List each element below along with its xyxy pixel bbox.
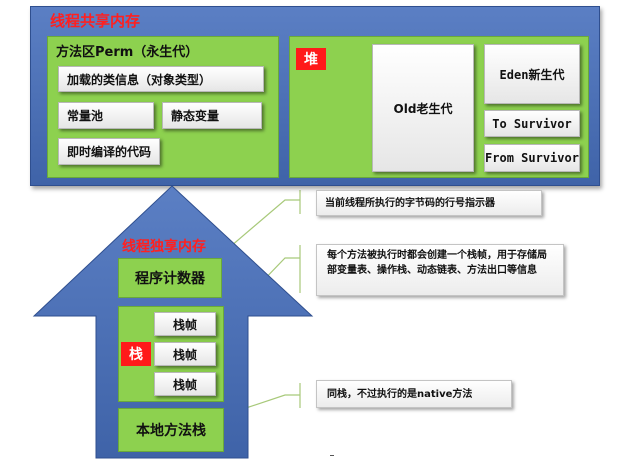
from-survivor-card: From Survivor bbox=[484, 144, 580, 172]
stack-frame-3: 栈帧 bbox=[154, 372, 216, 396]
method-area-title: 方法区Perm（永生代） bbox=[56, 45, 199, 60]
bottom-dash bbox=[330, 455, 334, 456]
jit-code-card: 即时编译的代码 bbox=[58, 138, 160, 165]
private-memory-title: 线程独享内存 bbox=[122, 239, 206, 255]
shared-memory-title: 线程共享内存 bbox=[50, 12, 141, 30]
callout-pc-register: 当前线程所执行的字节码的行号指示器 bbox=[316, 190, 542, 216]
class-info-card: 加载的类信息（对象类型） bbox=[58, 66, 264, 92]
connector-pc bbox=[209, 199, 300, 265]
constant-pool-card: 常量池 bbox=[58, 102, 154, 129]
stack-frame-2: 栈帧 bbox=[154, 342, 216, 366]
stack-frame-1: 栈帧 bbox=[154, 312, 216, 336]
old-generation-card: Old老生代 bbox=[372, 44, 474, 172]
to-survivor-card: To Survivor bbox=[484, 110, 580, 137]
stack-tag: 栈 bbox=[121, 342, 151, 366]
heap-tag: 堆 bbox=[296, 48, 326, 70]
eden-card: Eden新生代 bbox=[484, 44, 580, 104]
pc-register-box: 程序计数器 bbox=[118, 258, 222, 298]
callout-stack: 每个方法被执行时都会创建一个栈帧，用于存储局部变量表、操作栈、动态链表、方法出口… bbox=[316, 244, 564, 296]
native-method-stack-box: 本地方法栈 bbox=[118, 408, 224, 452]
callout-native-method-stack: 同栈，不过执行的是native方法 bbox=[316, 380, 512, 408]
static-variables-card: 静态变量 bbox=[162, 102, 262, 129]
